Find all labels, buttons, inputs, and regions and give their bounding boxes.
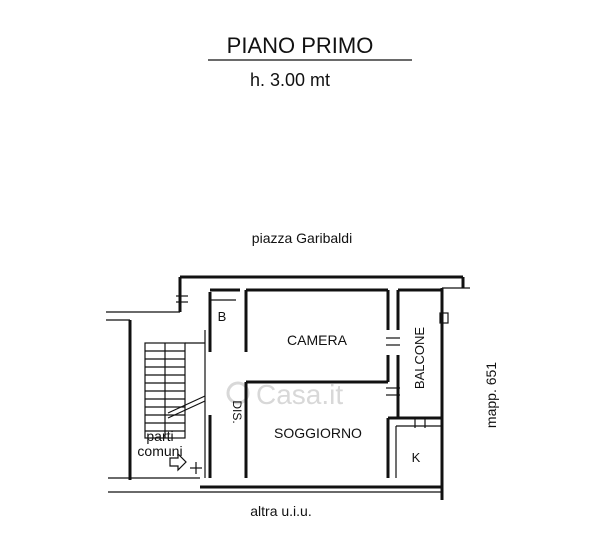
room-hallway: DIS. <box>230 400 244 423</box>
room-bedroom: CAMERA <box>287 332 348 348</box>
common-parts-label: parti <box>146 428 173 444</box>
room-balcony: BALCONE <box>412 327 427 389</box>
common-parts-label-2: comuni <box>137 443 182 459</box>
interior-walls <box>208 288 442 478</box>
windows <box>176 295 449 474</box>
neighbor-unit-label: altra u.i.u. <box>250 503 311 519</box>
entrance-arrow-icon <box>169 452 187 472</box>
room-bathroom: B <box>218 309 227 324</box>
watermark-logo: Casa.it <box>226 379 343 410</box>
room-living: SOGGIORNO <box>274 425 362 441</box>
room-kitchen: K <box>412 450 421 465</box>
parcel-label: mapp. 651 <box>483 362 499 428</box>
watermark-text: Casa.it <box>256 379 343 410</box>
ceiling-height: h. 3.00 mt <box>250 70 330 90</box>
stairwell <box>144 330 206 478</box>
street-label: piazza Garibaldi <box>252 230 352 246</box>
plan-title: PIANO PRIMO <box>227 33 374 58</box>
